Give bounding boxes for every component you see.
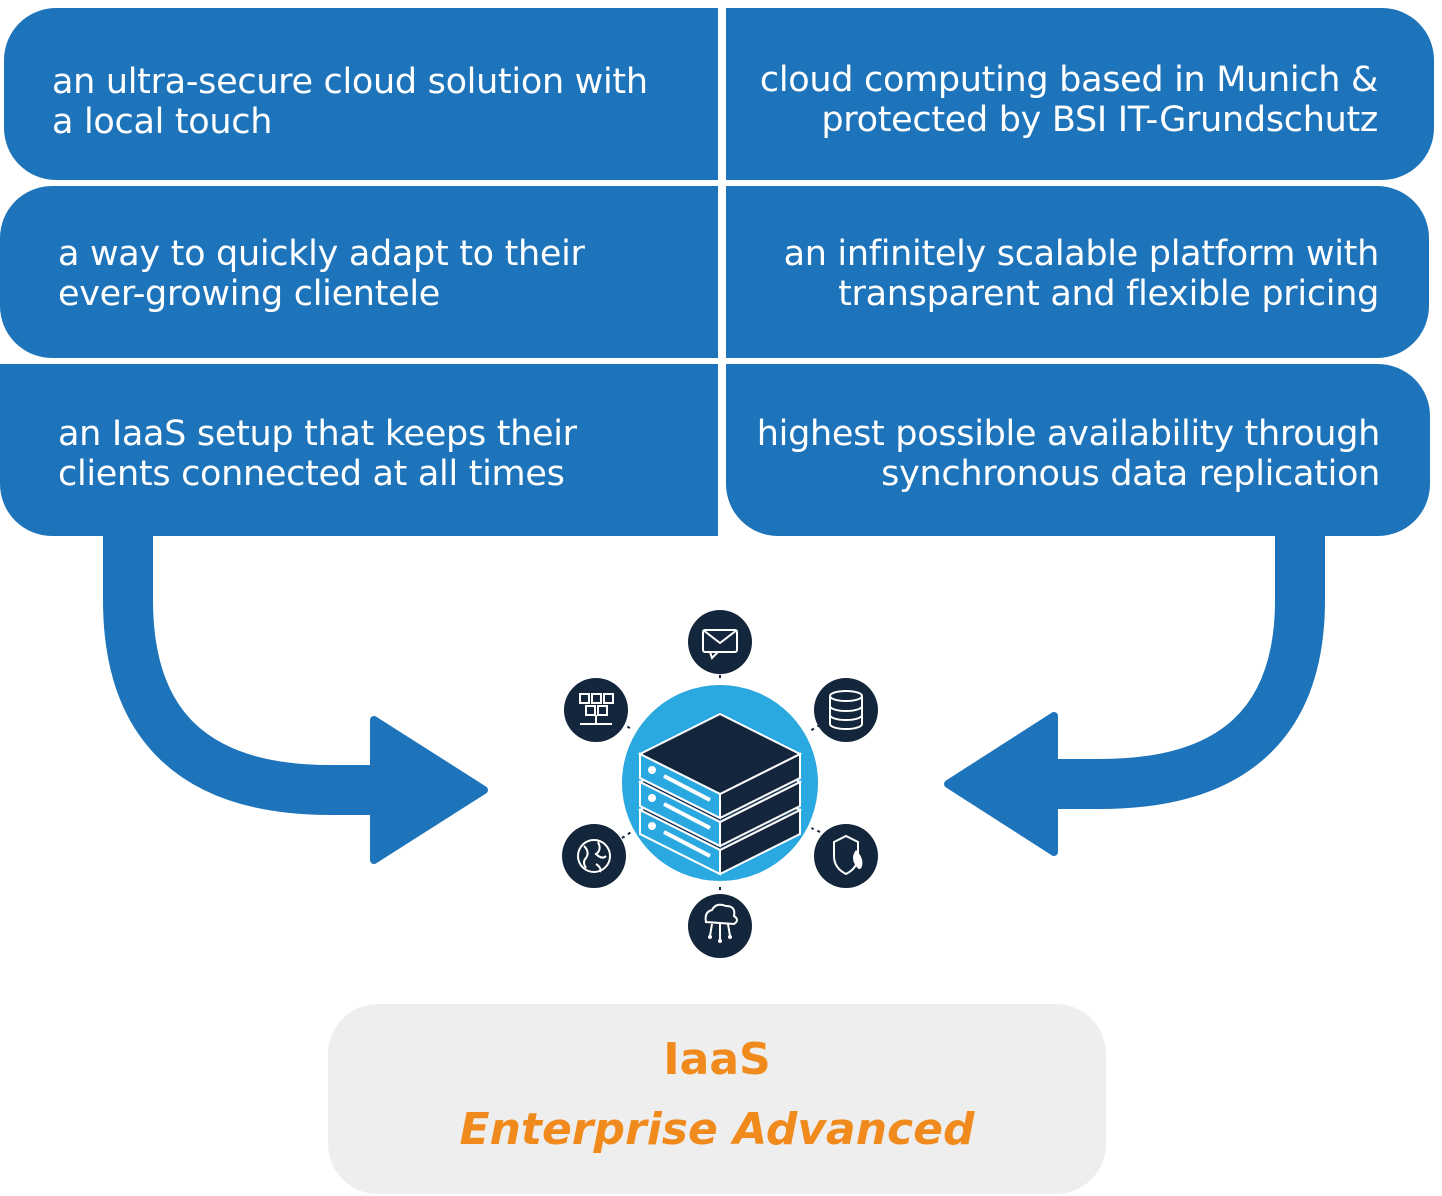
benefit-line-1: an infinitely scalable platform with (783, 234, 1380, 274)
left-curved-arrow-icon (103, 536, 488, 864)
right-curved-arrow-icon (944, 536, 1325, 856)
benefit-line-1: an ultra-secure cloud solution with (52, 62, 648, 102)
benefit-line-2: transparent and flexible pricing (838, 274, 1379, 314)
globe-icon (562, 824, 626, 888)
cloud-hub-diagram (562, 610, 878, 958)
benefit-box-adapt: a way to quickly adapt to their ever-gro… (0, 186, 718, 358)
benefit-line-1: an IaaS setup that keeps their (58, 414, 577, 454)
benefit-text: highest possible availability through sy… (756, 414, 1381, 494)
benefit-text: an IaaS setup that keeps their clients c… (58, 414, 577, 494)
benefit-line-2: clients connected at all times (58, 454, 565, 494)
benefit-line-2: a local touch (52, 102, 273, 142)
mail-icon (688, 610, 752, 674)
benefit-box-scalable: an infinitely scalable platform with tra… (726, 186, 1429, 358)
product-name: IaaS (663, 1034, 771, 1085)
benefit-line-1: highest possible availability through (756, 414, 1381, 454)
benefit-text: an ultra-secure cloud solution with a lo… (52, 62, 648, 142)
benefit-box-availability: highest possible availability through sy… (726, 364, 1430, 536)
benefit-line-1: a way to quickly adapt to their (58, 234, 585, 274)
benefit-text: a way to quickly adapt to their ever-gro… (58, 234, 585, 314)
benefit-text: cloud computing based in Munich & protec… (760, 60, 1378, 140)
database-icon (814, 678, 878, 742)
network-users-icon (564, 678, 628, 742)
benefit-line-2: ever-growing clientele (58, 274, 441, 314)
benefit-box-munich: cloud computing based in Munich & protec… (726, 8, 1434, 180)
benefit-text: an infinitely scalable platform with tra… (783, 234, 1380, 314)
product-tier: Enterprise Advanced (459, 1104, 975, 1155)
cloud-network-icon (688, 894, 752, 958)
product-panel: IaaS Enterprise Advanced (328, 1004, 1106, 1194)
server-stack-icon (637, 712, 803, 876)
benefit-box-secure-cloud: an ultra-secure cloud solution with a lo… (4, 8, 718, 180)
shield-fire-icon (814, 824, 878, 888)
benefit-line-2: protected by BSI IT-Grundschutz (821, 100, 1378, 140)
benefit-line-2: synchronous data replication (881, 454, 1380, 494)
benefit-box-connected: an IaaS setup that keeps their clients c… (0, 364, 718, 536)
benefit-line-1: cloud computing based in Munich & (759, 60, 1378, 100)
